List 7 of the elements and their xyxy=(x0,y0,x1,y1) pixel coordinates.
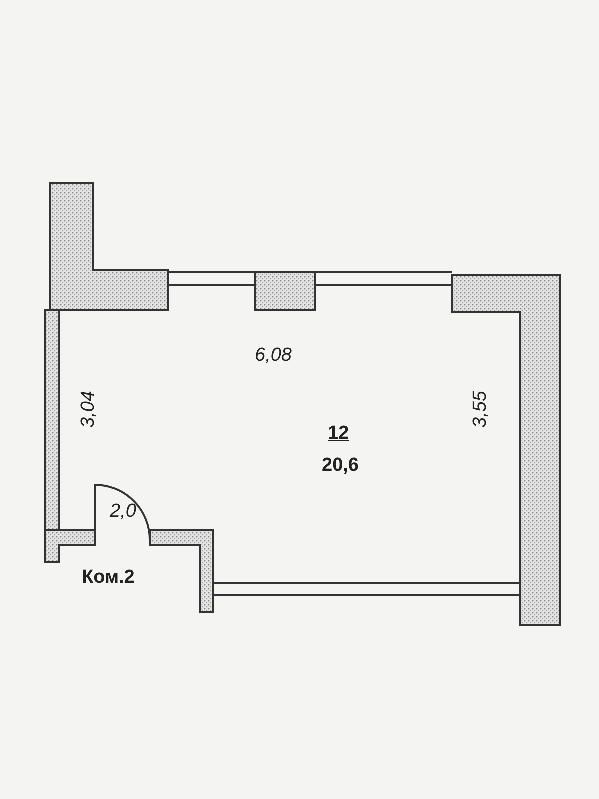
dimension-label: 6,08 xyxy=(255,346,292,365)
dimension-label: 3,04 xyxy=(79,391,98,428)
room-number: 12 xyxy=(328,424,350,443)
room-area: 20,6 xyxy=(322,456,359,475)
room-name: Ком.2 xyxy=(82,568,135,587)
dimension-label: 3,55 xyxy=(471,391,490,428)
dimension-label: 2,0 xyxy=(110,502,136,521)
